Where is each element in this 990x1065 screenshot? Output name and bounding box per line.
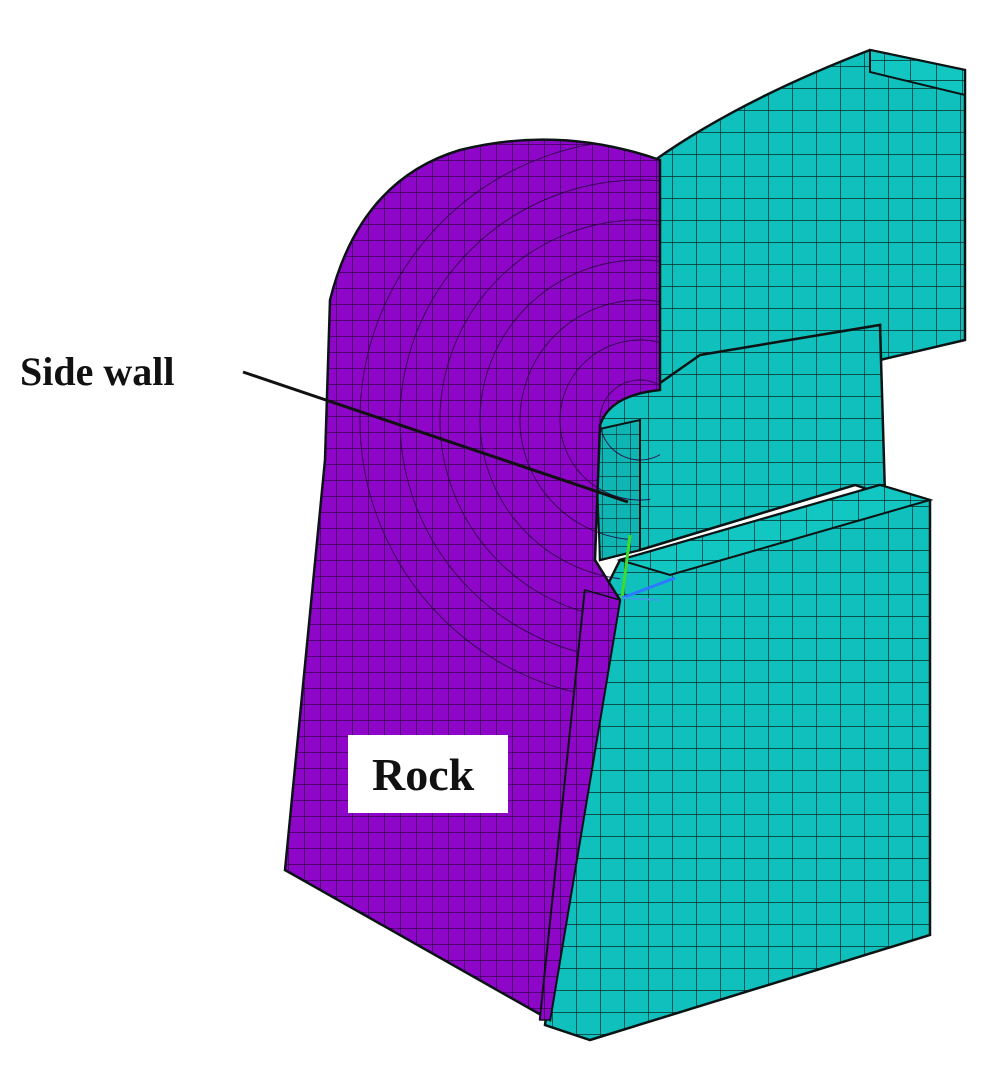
lower-side-face [543, 483, 934, 1042]
xyz-axis-triad-icon [620, 534, 676, 601]
side-wall-leader-line [242, 370, 629, 504]
rock-label-box [348, 735, 508, 813]
upper-side-face [653, 48, 967, 393]
rock-label: Rock [372, 749, 475, 800]
side-wall-label: Side wall [20, 349, 174, 394]
